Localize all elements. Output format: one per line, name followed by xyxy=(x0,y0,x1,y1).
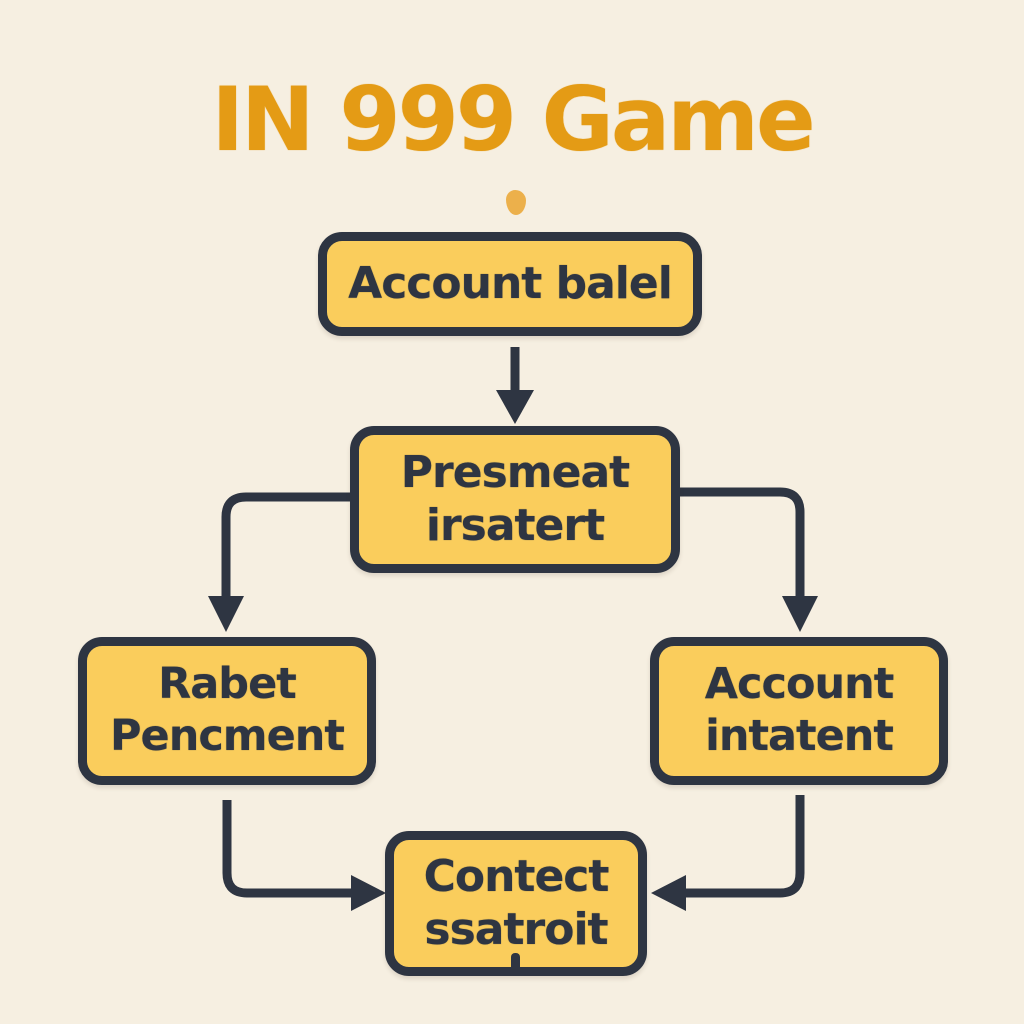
arrow-intatent-to-contect xyxy=(651,795,805,911)
node-presmeat-irsatert-label: Presmeat irsatert xyxy=(400,446,630,551)
bottom-stub-mark xyxy=(511,953,520,973)
node-rabet-pencment: Rabet Pencment xyxy=(78,637,376,785)
arrow-presmeat-to-intatent xyxy=(678,487,818,632)
arrow-presmeat-to-rabet xyxy=(208,492,352,632)
diagram-title: IN 999 Game xyxy=(211,68,815,171)
arrow-rabet-to-contect xyxy=(222,800,386,911)
node-rabet-pencment-label: Rabet Pencment xyxy=(110,659,345,761)
node-account-balel-label: Account balel xyxy=(348,257,673,309)
node-account-intatent-label: Account intatent xyxy=(704,659,895,761)
node-account-balel: Account balel xyxy=(318,232,702,336)
node-contect-ssatroit-label: Contect ssatroit xyxy=(423,850,610,955)
title-dot-mark xyxy=(506,190,526,215)
node-account-intatent: Account intatent xyxy=(650,637,948,785)
arrow-balel-to-presmeat xyxy=(496,347,534,424)
node-presmeat-irsatert: Presmeat irsatert xyxy=(350,426,680,573)
